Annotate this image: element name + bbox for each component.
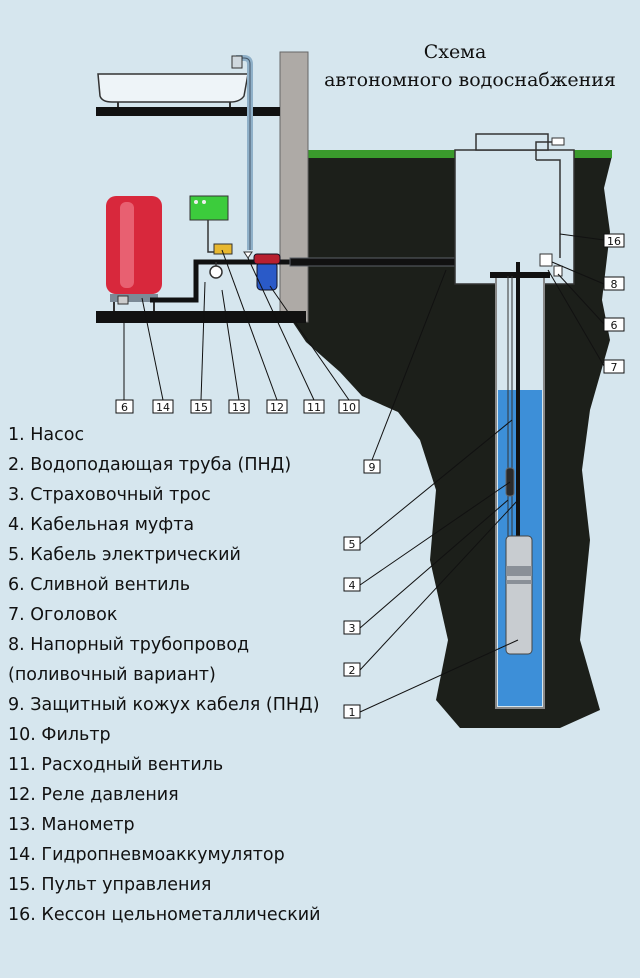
riser-pipe-outline [236,57,251,250]
legend-item: 15. Пульт управления [8,875,212,895]
svg-text:15: 15 [194,401,208,414]
callout-5: 5 [343,536,361,551]
control-panel-wire [207,220,214,253]
svg-text:7: 7 [611,361,618,374]
svg-text:6: 6 [121,401,128,414]
hydro-accumulator-base [110,294,158,302]
pump-band [506,566,532,576]
caisson-pipe [535,141,561,258]
legend-item: 13. Манометр [8,815,135,835]
callout-12: 12 [266,399,288,414]
caisson-vent [551,137,565,146]
grass-right [574,150,612,158]
svg-text:9: 9 [369,461,376,474]
legend-item: 4. Кабельная муфта [8,515,195,535]
svg-text:1: 1 [349,706,356,719]
diagram-title-line1: Схема [423,41,487,63]
pump [505,535,533,655]
callout-8: 8 [603,276,625,291]
callout-3: 3 [343,620,361,635]
callout-2: 2 [343,662,361,677]
leader-lines [123,233,605,713]
callout-6-caisson: 6 [603,317,625,332]
legend-item: 7. Оголовок [8,605,118,625]
callout-7: 7 [603,359,625,374]
legend-item: 16. Кессон цельнометаллический [8,905,321,925]
svg-text:10: 10 [342,401,356,414]
svg-text:2: 2 [349,664,356,677]
drain-valve-house [117,295,129,305]
hydro-accumulator-highlight [120,202,134,288]
filter [256,261,278,291]
legend-item: 5. Кабель электрический [8,545,241,565]
upper-floor [96,107,280,116]
legend-item: 6. Сливной вентиль [8,575,191,595]
legend-item: 11. Расходный вентиль [8,755,224,775]
legend-item: (поливочный вариант) [8,665,216,685]
caisson-drain [553,265,563,277]
svg-text:4: 4 [349,579,356,592]
legend-list: 1. Насос 2. Водоподающая труба (ПНД) 3. … [8,422,321,932]
pump-band [506,580,532,584]
legend-item: 3. Страховочный трос [8,485,211,505]
faucet [231,55,243,69]
control-panel [189,195,229,221]
legend-item: 9. Защитный кожух кабеля (ПНД) [8,695,320,715]
callout-16: 16 [603,233,625,248]
house-wall [279,51,309,323]
callout-10: 10 [338,399,360,414]
callout-13: 13 [228,399,250,414]
svg-text:8: 8 [611,278,618,291]
callout-14: 14 [152,399,174,414]
bathtub [97,73,249,103]
manometer [209,265,223,279]
control-panel-led [194,200,198,204]
svg-text:14: 14 [156,401,170,414]
diagram-title-line2: автономного водоснабжения [324,69,616,91]
legend-item: 12. Реле давления [8,785,179,805]
svg-text:5: 5 [349,538,356,551]
control-panel-led [202,200,206,204]
callout-11: 11 [303,399,325,414]
callout-4: 4 [343,577,361,592]
service-valve [243,251,253,259]
svg-text:3: 3 [349,622,356,635]
caisson [454,149,575,285]
svg-text:6: 6 [611,319,618,332]
caisson-valve [539,253,553,267]
svg-text:12: 12 [270,401,284,414]
legend-item: 2. Водоподающая труба (ПНД) [8,455,292,475]
lower-floor [96,311,306,323]
legend-item: 8. Напорный трубопровод [8,635,250,655]
svg-text:11: 11 [307,401,321,414]
legend-item: 1. Насос [8,425,85,445]
house-main-pipe [150,259,290,303]
svg-text:13: 13 [232,401,246,414]
callout-9: 9 [363,459,381,474]
filter-head [253,253,281,265]
svg-text:16: 16 [607,235,621,248]
callout-6-house: 6 [115,399,134,414]
legend-item: 14. Гидропневмоаккумулятор [8,845,285,865]
callout-1: 1 [343,704,361,719]
grass [308,150,456,158]
legend-item: 10. Фильтр [8,725,111,745]
callout-15: 15 [190,399,212,414]
